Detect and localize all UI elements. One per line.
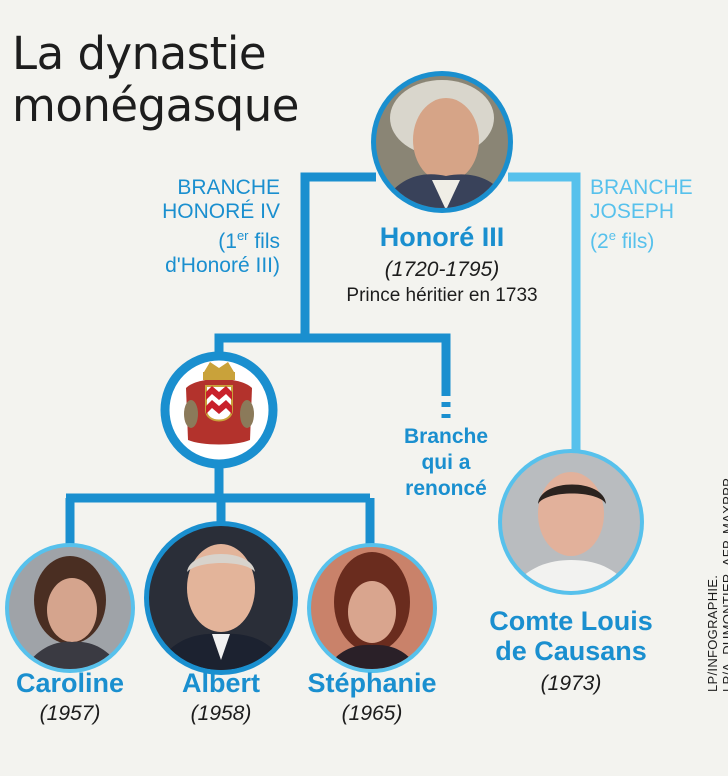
branch-joseph-label: BRANCHE JOSEPH (2e fils) bbox=[590, 176, 720, 254]
louis-de-causans-name: Comte Louis de Causans bbox=[471, 606, 671, 666]
branch-left-superscript: er bbox=[236, 228, 249, 243]
branch-left-line-3b: fils bbox=[248, 230, 280, 253]
stephanie-name: Stéphanie bbox=[307, 668, 437, 698]
branch-right-superscript: e bbox=[608, 228, 616, 243]
renounced-branch-label: Branche qui a renoncé bbox=[386, 424, 506, 502]
renounced-line-2: qui a bbox=[421, 451, 471, 474]
page-title: La dynastie monégasque bbox=[12, 28, 299, 132]
joseph-branch-connector bbox=[508, 172, 581, 456]
monaco-coat-of-arms-icon bbox=[160, 351, 278, 469]
albert-portrait bbox=[144, 521, 298, 675]
honore-iii-dates: (1720-1795) bbox=[384, 258, 500, 281]
albert-dates: (1958) bbox=[190, 702, 252, 725]
louis-name-line-2: de Causans bbox=[495, 636, 647, 666]
image-credits: LP/INFOGRAPHIE. LP/A. DUMONTIER, AFP, MA… bbox=[705, 476, 728, 692]
caroline-dates: (1957) bbox=[39, 702, 101, 725]
branch-left-line-4: d'Honoré III) bbox=[165, 254, 280, 277]
caroline-name: Caroline bbox=[15, 668, 125, 698]
branch-right-line-2: JOSEPH bbox=[590, 200, 675, 223]
renounced-line-1: Branche bbox=[403, 425, 489, 448]
branch-left-line-3a: (1 bbox=[218, 230, 237, 253]
caroline-portrait bbox=[5, 543, 135, 673]
stephanie-portrait bbox=[307, 543, 437, 673]
branch-right-line-1: BRANCHE bbox=[590, 176, 693, 199]
honore-iii-name: Honoré III bbox=[379, 222, 505, 252]
branch-right-line-3b: fils) bbox=[615, 230, 655, 253]
credits-line-1: LP/INFOGRAPHIE. bbox=[705, 574, 720, 692]
louis-de-causans-dates: (1973) bbox=[540, 672, 602, 695]
title-line-2: monégasque bbox=[12, 79, 299, 132]
branch-right-line-3a: (2 bbox=[590, 230, 609, 253]
honore-iii-portrait bbox=[371, 71, 513, 213]
stephanie-dates: (1965) bbox=[341, 702, 403, 725]
honore-iii-note: Prince héritier en 1733 bbox=[346, 285, 538, 306]
main-branch-connectors bbox=[65, 172, 451, 550]
branch-left-line-2: HONORÉ IV bbox=[162, 200, 280, 223]
credits-line-2: LP/A. DUMONTIER, AFP, MAXPPP. bbox=[720, 475, 728, 692]
louis-de-causans-portrait bbox=[498, 449, 644, 595]
branch-left-line-1: BRANCHE bbox=[177, 176, 280, 199]
title-line-1: La dynastie bbox=[12, 27, 267, 80]
renounced-line-3: renoncé bbox=[405, 477, 487, 500]
branch-honore-iv-label: BRANCHE HONORÉ IV (1er fils d'Honoré III… bbox=[120, 176, 280, 278]
louis-name-line-1: Comte Louis bbox=[489, 606, 653, 636]
albert-name: Albert bbox=[181, 668, 260, 698]
